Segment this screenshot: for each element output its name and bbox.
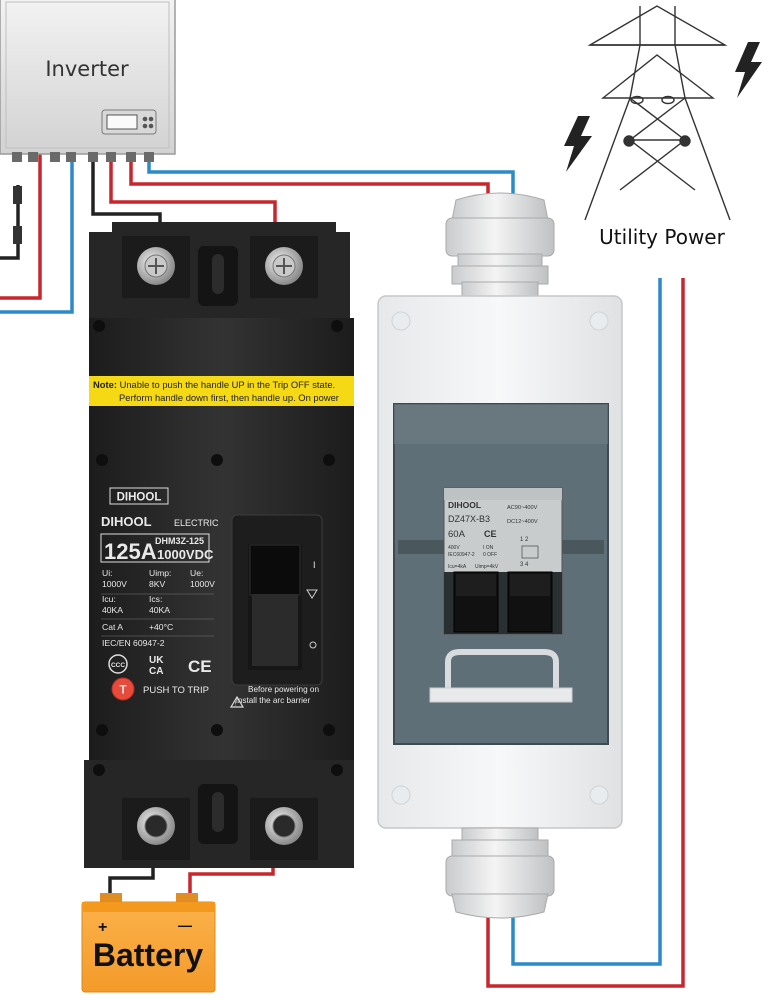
breaker-specs: Ui: 1000V Uimp: 8KV Ue: 1000V Icu: 40KA … (102, 568, 215, 648)
breaker-note-line2: Perform handle down first, then handle u… (119, 392, 339, 403)
battery-plus-sign: + (98, 919, 107, 936)
svg-text:I: I (313, 560, 316, 570)
mcb-model: DZ47X-B3 (448, 514, 490, 524)
battery-minus-sign: — (178, 917, 192, 933)
dc-breaker: Note: Unable to push the handle UP in th… (84, 222, 354, 868)
svg-text:Icu:: Icu: (102, 594, 116, 604)
warning-line1: Before powering on (248, 685, 319, 694)
lightning-icon (564, 42, 762, 172)
wire-red-top (109, 158, 277, 240)
wire-blue-left (0, 158, 74, 314)
wire-blue-inverter-box (147, 158, 515, 196)
mcb-rating: 60A (448, 529, 466, 540)
svg-text:CA: CA (149, 666, 163, 677)
svg-text:0 OFF: 0 OFF (483, 552, 497, 558)
push-to-trip-button[interactable] (111, 677, 135, 701)
svg-text:1 2: 1 2 (520, 537, 529, 543)
bottom-cable-gland (445, 827, 555, 919)
svg-text:1000V: 1000V (190, 579, 215, 589)
ccc-mark-icon (108, 654, 128, 674)
svg-text:Ue:: Ue: (190, 568, 203, 578)
svg-text:Uimp=4kV: Uimp=4kV (475, 564, 499, 570)
warning-icon (229, 695, 245, 708)
breaker-brand-badge-text: DIHOOL (117, 492, 162, 504)
breaker-model: DHM3Z-125 (155, 536, 204, 546)
svg-text:400V: 400V (448, 545, 460, 551)
wire-blue-utility (511, 278, 662, 966)
mcb-ac-range: AC90~400V (507, 505, 538, 511)
svg-text:8KV: 8KV (149, 579, 166, 589)
warning-line2: install the arc barrier (236, 696, 310, 705)
breaker-brand-suffix: ELECTRIC (174, 518, 219, 528)
breaker-note-line1: Note: Unable to push the handle UP in th… (93, 379, 335, 390)
cover-latch[interactable] (445, 649, 559, 690)
breaker-voltage: 1000VDC (157, 547, 214, 562)
svg-text:40KA: 40KA (149, 605, 170, 615)
mcb-enclosure: DIHOOL DZ47X-B3 60A CE AC90~400V DC12~40… (377, 192, 623, 919)
ce-mark: CE (188, 657, 212, 676)
svg-text:Cat A: Cat A (102, 622, 123, 632)
svg-text:Icu=4kA: Icu=4kA (448, 564, 467, 570)
utility-power-label: Utility Power (599, 225, 725, 249)
svg-text:Ics:: Ics: (149, 594, 162, 604)
wire-red-inverter-box (129, 158, 490, 196)
svg-text:!: ! (235, 702, 237, 708)
svg-text:3 4: 3 4 (520, 562, 529, 568)
utility-tower (584, 5, 731, 221)
svg-text:1000V: 1000V (102, 579, 127, 589)
inverter: Inverter (0, 0, 176, 244)
breaker-brand-badge (109, 487, 169, 505)
battery-label: Battery (93, 937, 203, 973)
svg-text:IEC/EN 60947-2: IEC/EN 60947-2 (102, 638, 165, 648)
svg-text:Ui:: Ui: (102, 568, 113, 578)
breaker-rating: 125A (104, 539, 157, 564)
mcb-dc-range: DC12~400V (507, 519, 538, 525)
wire-black-left (0, 185, 20, 260)
mcb-ce-mark: CE (484, 529, 497, 539)
inverter-connectors (12, 152, 154, 162)
push-to-trip-button-label: T (119, 683, 127, 697)
svg-text:CCC: CCC (111, 662, 125, 669)
svg-text:I ON: I ON (483, 545, 494, 551)
svg-text:40KA: 40KA (102, 605, 123, 615)
push-to-trip-label: PUSH TO TRIP (143, 685, 209, 696)
wire-red-utility (486, 278, 685, 988)
svg-text:+40°C: +40°C (149, 622, 173, 632)
battery: + — Battery (81, 893, 216, 993)
svg-text:IEC60947-2: IEC60947-2 (448, 552, 475, 558)
breaker-note (89, 376, 354, 406)
top-cable-gland (445, 192, 555, 297)
inverter-label: Inverter (45, 57, 129, 81)
breaker-handle[interactable] (249, 544, 301, 596)
breaker-brand: DIHOOL (101, 514, 152, 529)
wire-black-battery (108, 860, 155, 896)
mcb-brand: DIHOOL (448, 500, 481, 510)
svg-text:Uimp:: Uimp: (149, 568, 171, 578)
ukca-mark: UK (149, 655, 164, 666)
wire-red-left (0, 152, 42, 300)
